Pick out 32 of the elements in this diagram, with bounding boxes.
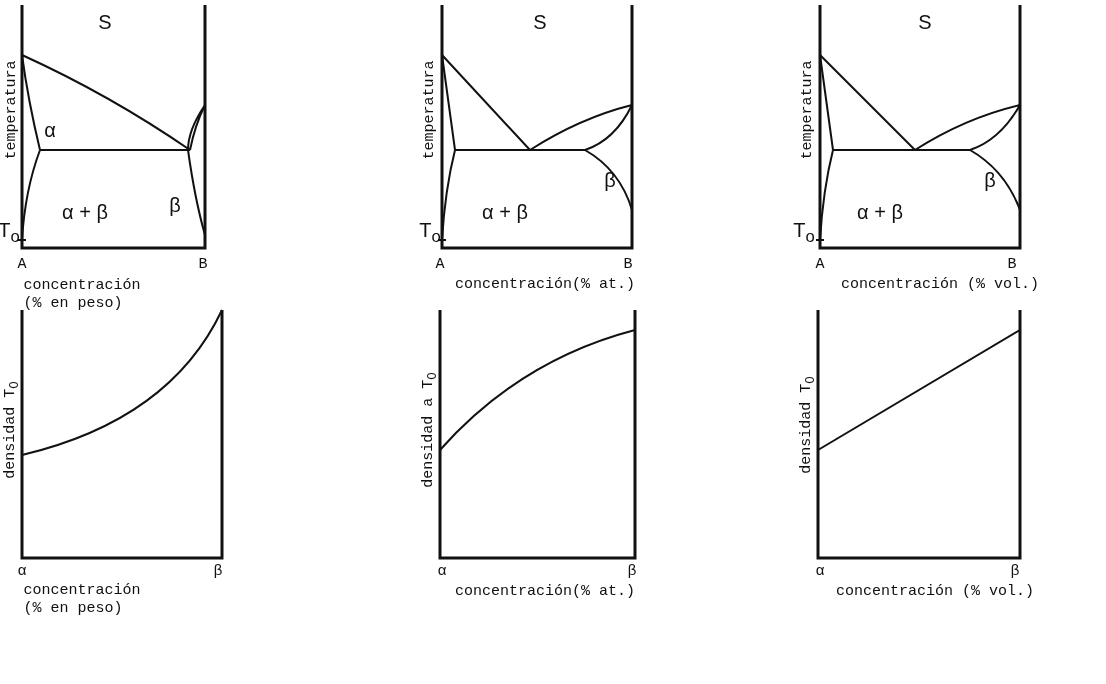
- phase-label: β: [984, 168, 996, 192]
- axis-end-label: A: [815, 256, 825, 274]
- axis-end-label: A: [17, 256, 27, 274]
- phase-label: α + β: [857, 200, 903, 224]
- phase-label: S: [918, 10, 932, 34]
- axis-title: concentración(% at.): [455, 276, 635, 294]
- axis-end-label: α: [815, 563, 825, 581]
- phase-label: α: [44, 118, 56, 142]
- axis-title: temperatura: [421, 60, 439, 160]
- axis-title: concentración (% en peso): [23, 277, 142, 313]
- phase-label: α + β: [482, 200, 528, 224]
- axis-title: concentración (% vol.): [841, 276, 1039, 294]
- axis-title: temperatura: [3, 60, 21, 160]
- axis-title: concentración (% en peso): [23, 582, 142, 618]
- axis-end-label: B: [1007, 256, 1017, 274]
- axis-end-label: α: [437, 563, 447, 581]
- axis-end-label: β: [1010, 563, 1020, 581]
- axis-title: concentración (% vol.): [836, 583, 1034, 601]
- axis-end-label: B: [623, 256, 633, 274]
- axis-end-label: β: [213, 563, 223, 581]
- axis-end-label: α: [17, 563, 27, 581]
- axis-end-label: A: [435, 256, 445, 274]
- axis-end-label: β: [627, 563, 637, 581]
- phase-label: β: [604, 168, 616, 192]
- phase-label: S: [98, 10, 112, 34]
- phase-label: α + β: [62, 200, 108, 224]
- axis-title: temperatura: [799, 60, 817, 160]
- axis-end-label: B: [198, 256, 208, 274]
- phase-label: β: [169, 193, 181, 217]
- axis-title: concentración(% at.): [455, 583, 635, 601]
- phase-label: S: [533, 10, 547, 34]
- tick-label: T$_{o}$: [793, 217, 815, 247]
